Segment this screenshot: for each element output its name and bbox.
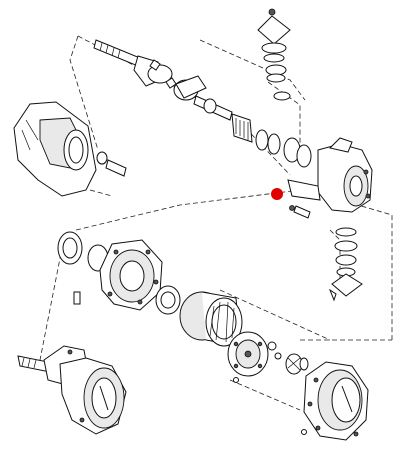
highlight-marker[interactable] (271, 188, 283, 200)
drive-shaft-assembly (93, 39, 233, 121)
planetary-carrier (227, 331, 309, 383)
wheel-hub (57, 231, 181, 315)
hub-cover-right (301, 361, 369, 441)
axle-shaft-and-bearings (231, 113, 312, 168)
steering-knuckle (287, 137, 373, 219)
assembled-hub-left (17, 345, 127, 435)
king-pin-cap-stack (257, 8, 291, 101)
axle-housing (13, 101, 127, 197)
assembly-guide-lines (39, 35, 393, 411)
ring-gear-drum (179, 291, 243, 347)
lower-king-pin-stack (328, 227, 363, 302)
